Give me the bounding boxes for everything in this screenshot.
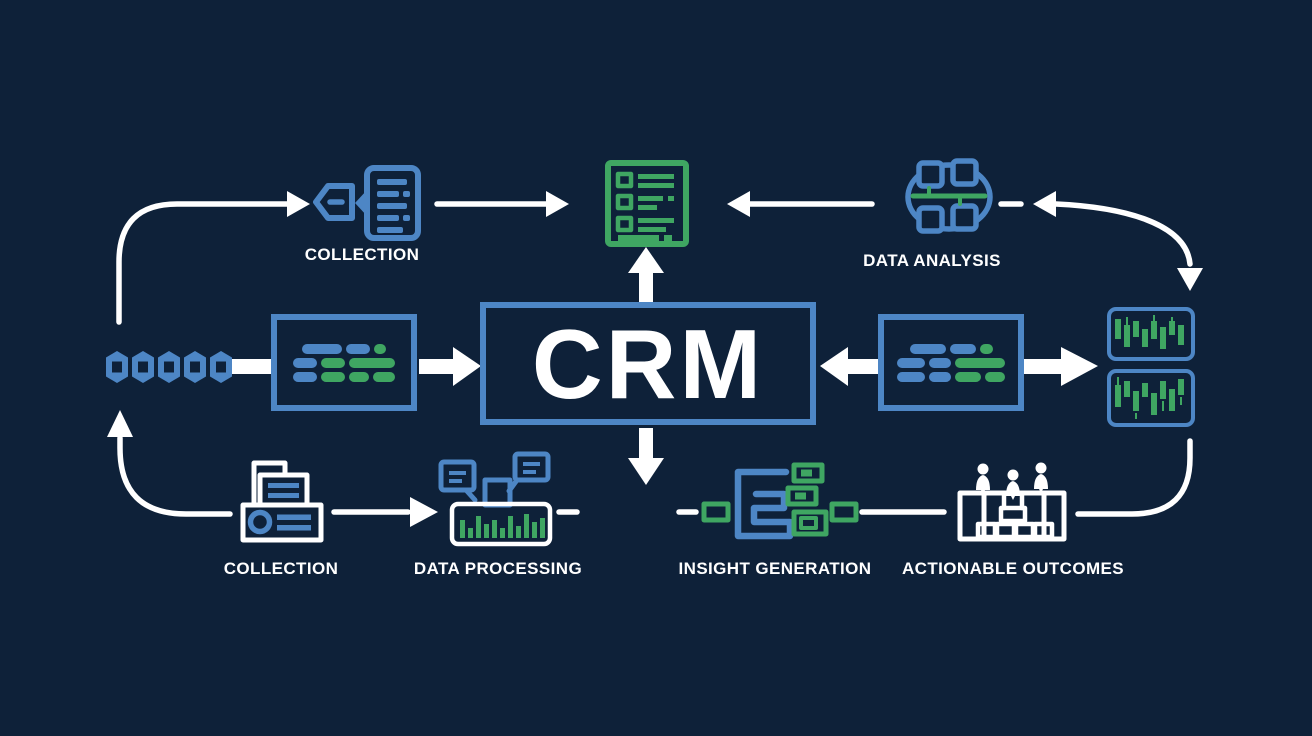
printer-icon <box>240 460 324 543</box>
crm-label: CRM <box>531 308 765 419</box>
flow-blocks-icon <box>701 462 859 540</box>
candlestick-chart-icon <box>1115 377 1184 419</box>
record-row <box>909 343 993 354</box>
arrow-charts-to-analysis-curve <box>1033 191 1203 291</box>
arrow-analysis-to-report <box>727 191 875 217</box>
arrow-crm-up-to-report <box>628 247 664 304</box>
crm-node: CRM <box>480 302 816 425</box>
arrow-right-records-to-charts <box>1023 347 1098 386</box>
report-checklist-icon <box>605 160 689 247</box>
record-list-box-right <box>878 314 1024 411</box>
candlestick-chart-icon <box>1115 315 1184 349</box>
insight-generation-label: INSIGHT GENERATION <box>678 559 872 578</box>
arrow-left-loop-up-to-collection <box>116 191 310 325</box>
hexagon-chain-icon <box>106 351 232 383</box>
connector-charts-to-outcomes-curve <box>1075 438 1193 517</box>
pen-document-icon <box>313 165 421 241</box>
record-row <box>293 371 395 382</box>
connector-hexagons-to-records <box>228 359 272 374</box>
arrow-right-records-to-crm <box>820 347 878 386</box>
arrow-records-to-crm <box>419 347 481 386</box>
record-row <box>897 357 1005 368</box>
actionable-outcomes-label: ACTIONABLE OUTCOMES <box>902 559 1124 578</box>
team-podium-icon <box>957 462 1067 542</box>
bar-chart-bubbles-icon <box>438 451 553 547</box>
candlestick-chart-panel-bottom <box>1107 369 1195 427</box>
record-row <box>897 371 1005 382</box>
arrow-crm-down <box>628 428 664 485</box>
candlestick-chart-panel-top <box>1107 307 1195 361</box>
data-analysis-label: DATA ANALYSIS <box>863 251 1001 270</box>
arrow-collection-to-report <box>434 191 569 217</box>
record-row <box>293 357 395 368</box>
record-row <box>302 343 386 354</box>
arrow-collection-to-processing <box>331 497 438 527</box>
arrow-collection-loop-up-to-hexagons <box>107 410 233 517</box>
linked-nodes-icon <box>905 158 993 234</box>
collection-bottom-label: COLLECTION <box>223 559 339 578</box>
collection-top-label: COLLECTION <box>304 245 420 264</box>
data-processing-label: DATA PROCESSING <box>413 559 583 578</box>
record-list-box-left <box>271 314 417 411</box>
